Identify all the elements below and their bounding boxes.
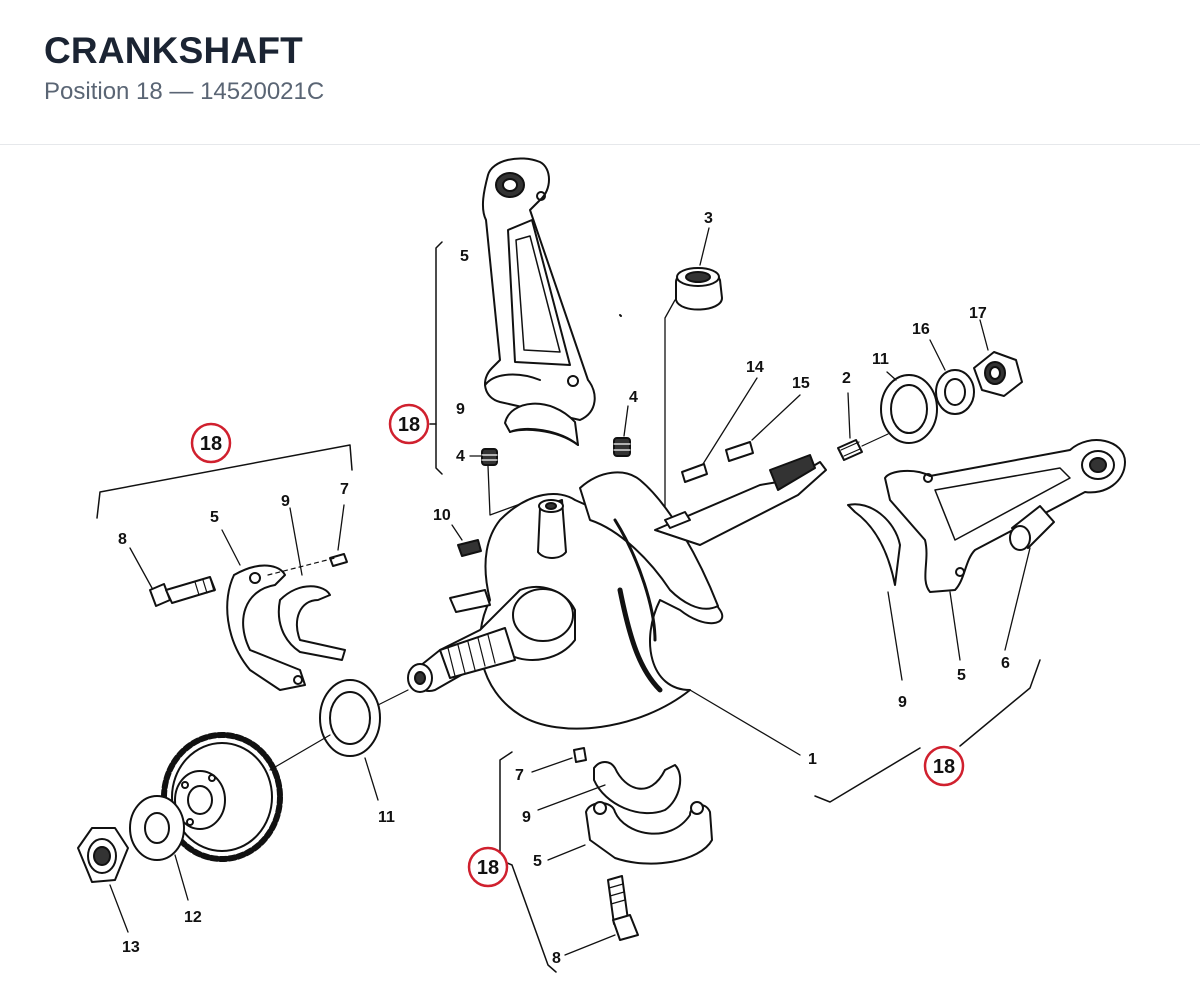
exploded-parts-diagram: 18 18 18 18 1 2 3 4 4 5 5 5 5 6 7 7 8 8 … [0, 146, 1200, 991]
bearing-shell-top[interactable] [504, 402, 579, 446]
bolt-bottom[interactable] [607, 875, 639, 941]
bolt-left[interactable] [149, 576, 216, 607]
page-subtitle: Position 18 — 14520021C [44, 78, 325, 105]
diagram-canvas: 18 18 18 18 1 2 3 4 4 5 5 5 5 6 7 7 8 8 … [77, 157, 1126, 973]
timing-gear[interactable] [161, 732, 283, 862]
label-shell-top: 9 [456, 401, 465, 418]
label-conrod-top: 5 [460, 248, 469, 265]
bearing-shell-right[interactable] [847, 503, 901, 586]
cap-part[interactable] [675, 267, 723, 311]
label-bolt-left: 8 [118, 531, 127, 548]
label-nut: 13 [122, 939, 140, 956]
label-seal-left: 11 [378, 809, 395, 826]
grub-screw-left[interactable] [481, 448, 498, 466]
bushing-part[interactable] [1009, 505, 1055, 551]
position-ref-label: 18 [477, 857, 499, 879]
key-14[interactable] [681, 463, 708, 483]
bearing-shell-left[interactable] [277, 585, 346, 661]
label-conrod-right: 5 [957, 667, 966, 684]
position-ref-top[interactable]: 18 [388, 403, 430, 445]
page-header: CRANKSHAFT Position 18 — 14520021C [0, 0, 1200, 145]
nut-13[interactable] [77, 827, 129, 883]
label-bolt-bottom: 8 [552, 950, 561, 967]
label-key-14: 14 [746, 359, 764, 376]
conrod-top[interactable] [481, 157, 596, 421]
label-bushing: 6 [1001, 655, 1010, 672]
position-ref-left[interactable]: 18 [190, 422, 232, 464]
conrod-right[interactable] [884, 439, 1126, 593]
label-cap-left: 5 [210, 509, 219, 526]
grub-screw-top[interactable] [613, 437, 631, 457]
label-dowel-left: 7 [340, 481, 349, 498]
seal-right[interactable] [880, 374, 938, 444]
woodruff-key[interactable] [457, 539, 482, 557]
key-15[interactable] [725, 441, 754, 462]
label-dowel-bottom: 7 [515, 767, 524, 784]
washer-12[interactable] [129, 795, 185, 861]
plug-part[interactable] [837, 439, 863, 461]
label-washer: 12 [184, 909, 202, 926]
label-plug: 2 [842, 370, 851, 387]
label-crankshaft: 1 [808, 751, 817, 768]
label-nut-17: 17 [969, 305, 987, 322]
position-ref-label: 18 [398, 414, 420, 436]
position-ref-bottom[interactable]: 18 [467, 846, 509, 888]
crankshaft[interactable] [407, 454, 827, 730]
washer-16[interactable] [935, 369, 975, 415]
label-shell-bottom: 9 [522, 809, 531, 826]
position-ref-label: 18 [200, 433, 222, 455]
bearing-cap-bottom[interactable] [585, 801, 713, 865]
label-shell-left: 9 [281, 493, 290, 510]
seal-left[interactable] [319, 679, 381, 757]
position-ref-right[interactable]: 18 [923, 745, 965, 787]
dowel-left[interactable] [329, 553, 348, 567]
label-cap-bottom: 5 [533, 853, 542, 870]
label-grub-screw-top: 4 [629, 389, 638, 406]
bearing-cap-left[interactable] [226, 564, 306, 691]
page-title: CRANKSHAFT [44, 30, 303, 71]
label-cap: 3 [704, 210, 713, 227]
dowel-bottom[interactable] [573, 747, 587, 763]
bearing-shell-bottom[interactable] [593, 761, 682, 815]
nut-17[interactable] [973, 351, 1023, 397]
label-key: 10 [433, 507, 451, 524]
position-ref-label: 18 [933, 756, 955, 778]
label-key-15: 15 [792, 375, 810, 392]
label-seal-right: 11 [872, 351, 889, 368]
label-grub-screw-left: 4 [456, 448, 465, 465]
label-washer-16: 16 [912, 321, 930, 338]
label-shell-right: 9 [898, 694, 907, 711]
